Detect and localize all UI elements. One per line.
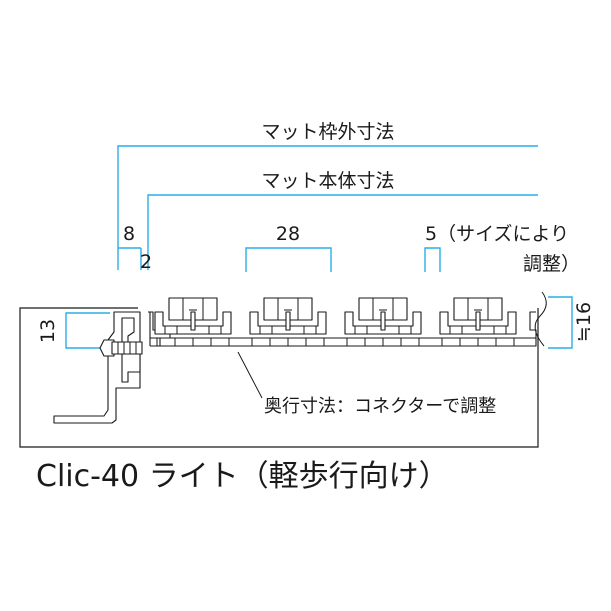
- mat-module: [344, 297, 422, 346]
- label-dim-16: ≒16: [573, 302, 595, 342]
- dim-16-line: [548, 296, 573, 349]
- depth-note-leader: [237, 351, 263, 399]
- product-name: Clic-40 ライト（軽歩行向け）: [36, 459, 449, 494]
- dim-mat-body-line: [147, 194, 538, 270]
- label-dim-5: 5（サイズにより: [425, 223, 569, 245]
- label-mat-body: マット本体寸法: [261, 170, 394, 192]
- dimension-lines: [65, 145, 573, 349]
- mat-profile: [148, 311, 537, 347]
- mat-module: [249, 297, 327, 346]
- mat-module: [154, 297, 232, 346]
- dim-5-line: [424, 247, 441, 272]
- mat-module: [439, 297, 517, 346]
- edge-trim: [53, 311, 143, 424]
- label-dim-13: 13: [37, 319, 59, 343]
- dim-13-line: [65, 312, 110, 349]
- recess-frame: [19, 307, 539, 448]
- dim-frame-outer-line: [117, 145, 538, 270]
- dim-28-line: [245, 247, 332, 272]
- label-frame-outer: マット枠外寸法: [261, 121, 394, 143]
- mat-modules: [154, 297, 517, 346]
- label-dim-2: 2: [140, 251, 152, 273]
- break-line: [534, 291, 547, 347]
- label-dim-8: 8: [123, 223, 135, 245]
- label-dim-28: 28: [276, 223, 300, 245]
- label-dim-5-cont: 調整）: [523, 253, 580, 275]
- label-depth-note: 奥行寸法：コネクターで調整: [264, 396, 496, 417]
